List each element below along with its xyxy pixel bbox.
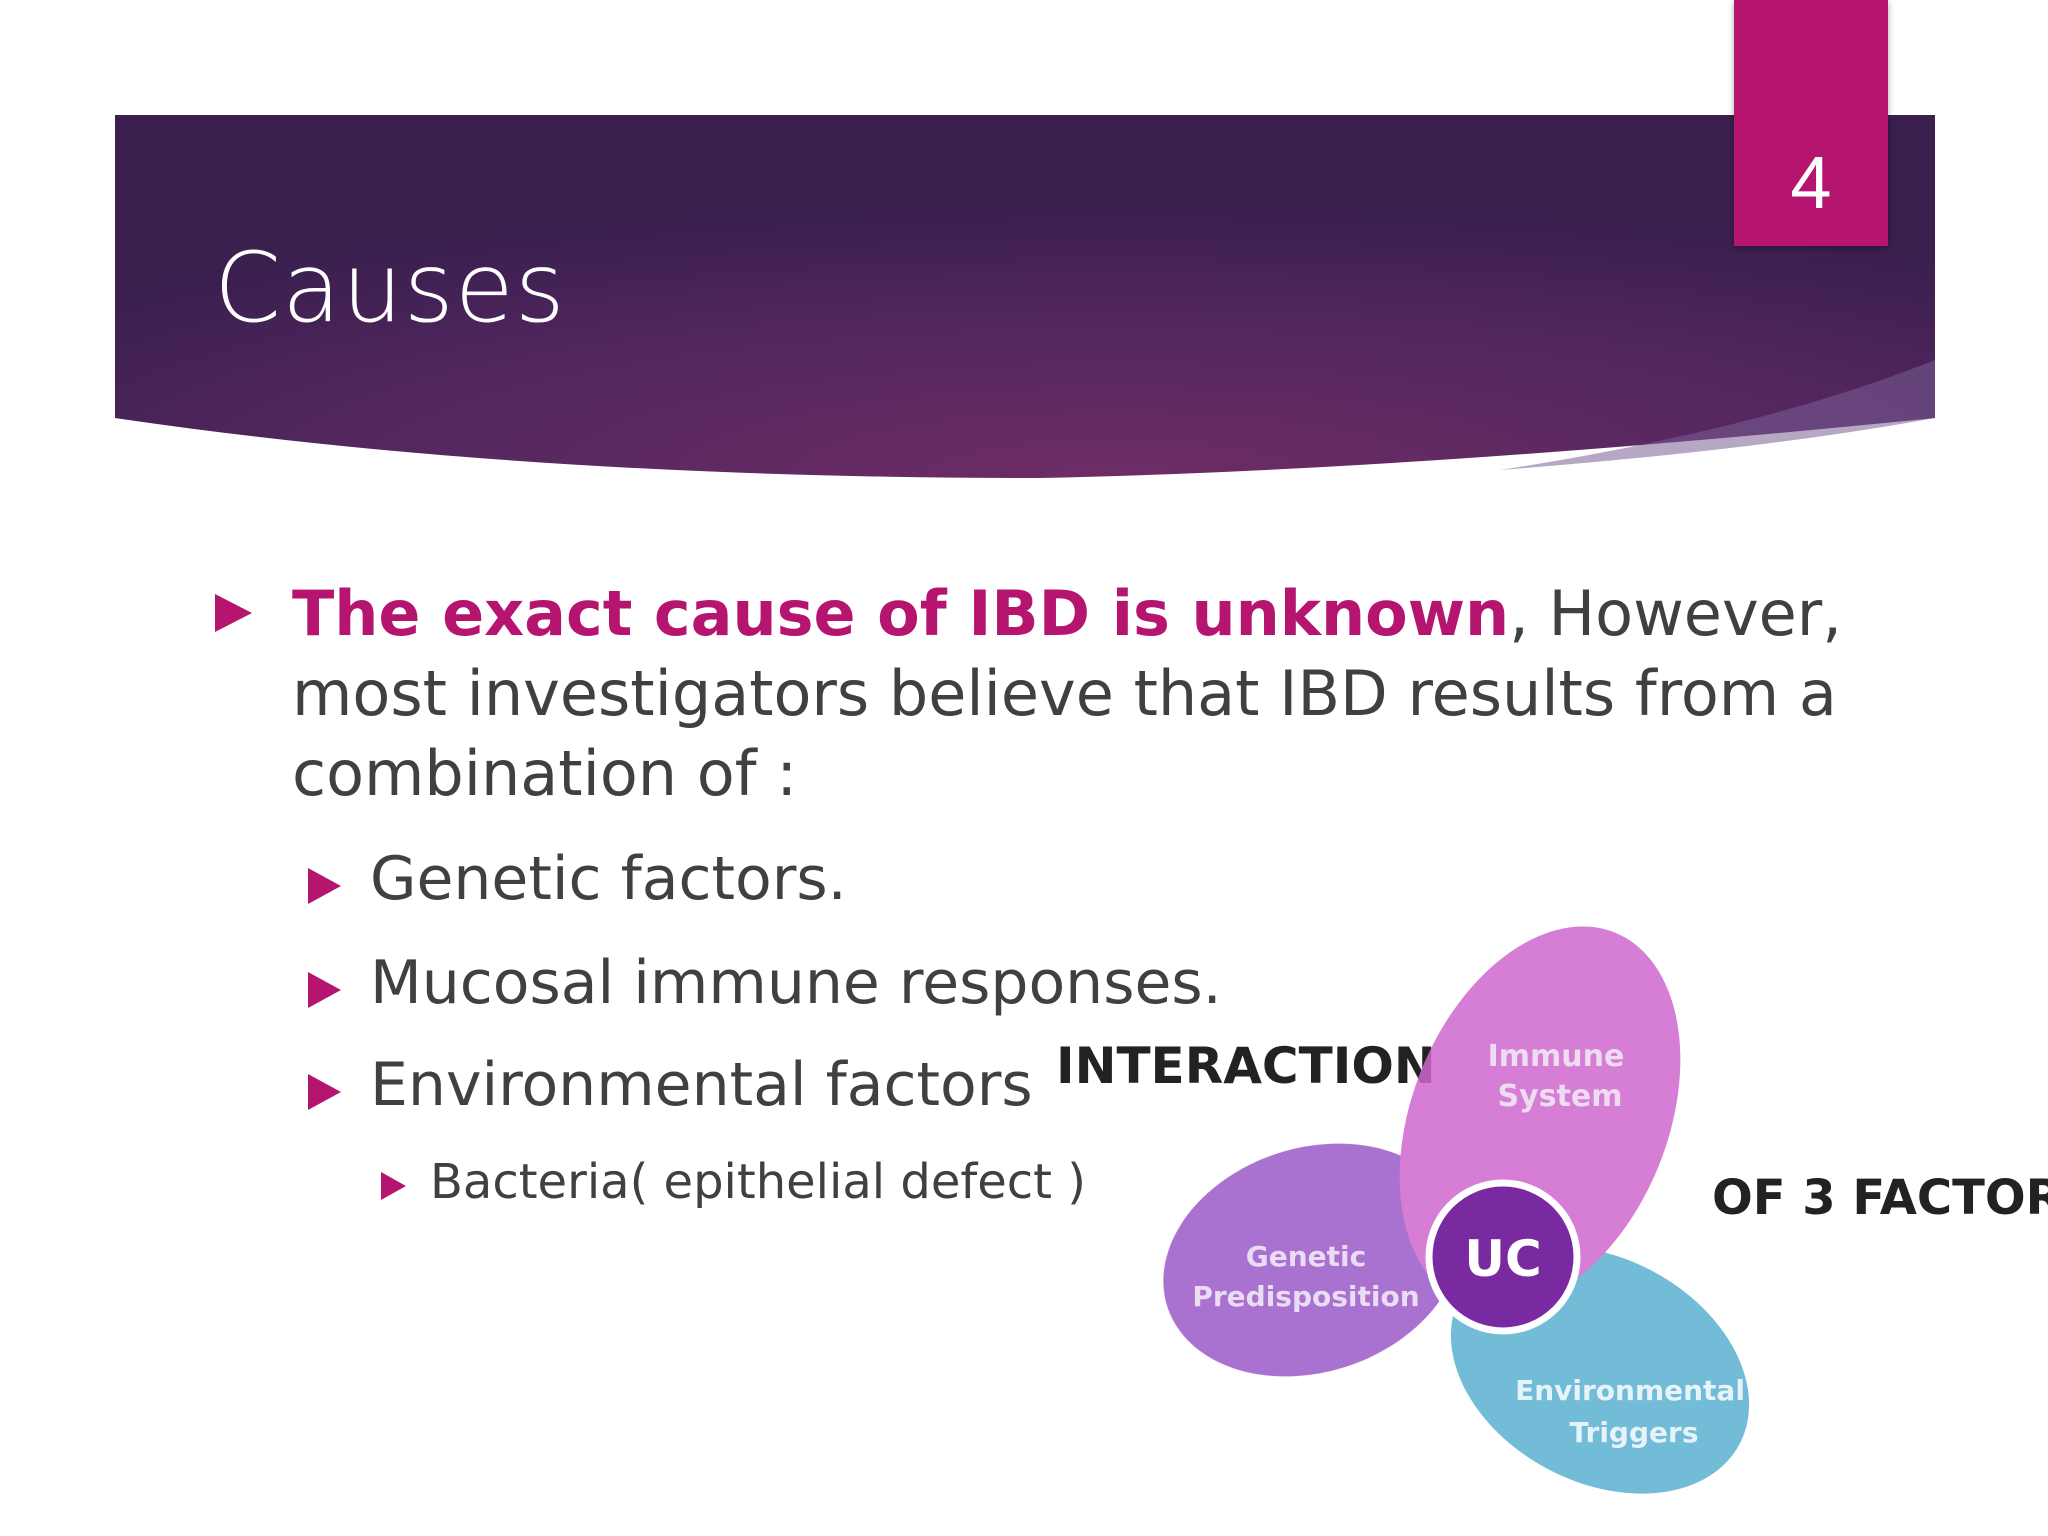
diagram-heading-left: INTERACTION <box>1056 1037 1436 1095</box>
uc-label: UC <box>1464 1230 1541 1288</box>
uc-center-circle <box>1425 1179 1581 1335</box>
slide-title: Causes <box>214 232 566 344</box>
bullet-arrow-icon <box>381 1172 406 1200</box>
emphasis-text: The exact cause of IBD is unknown <box>292 577 1510 650</box>
immune-label-line1: Immune <box>1488 1039 1625 1074</box>
genetic-label-line2: Predisposition <box>1192 1280 1419 1313</box>
sub-bullet-environmental: Environmental factors <box>370 1050 1033 1120</box>
slide-number: 4 <box>1790 141 1832 224</box>
environmental-label-line2: Triggers <box>1570 1416 1699 1449</box>
bullet-arrow-icon <box>308 868 341 904</box>
bullet-arrow-icon <box>308 972 341 1008</box>
header-band <box>115 115 1935 478</box>
immune-label-line2: System <box>1498 1079 1623 1114</box>
sub-sub-bullet-bacteria: Bacteria( epithelial defect ) <box>430 1154 1086 1210</box>
diagram-heading-right: OF 3 FACTORS <box>1712 1170 2048 1226</box>
main-bullet-rest: , However, most investigators believe th… <box>292 577 1842 810</box>
bullet-arrow-icon <box>215 594 252 632</box>
sub-bullet-mucosal: Mucosal immune responses. <box>370 948 1222 1018</box>
factors-venn-diagram: INTERACTION OF 3 FACTORS UC Immune Syste… <box>1056 926 2048 1494</box>
bullet-arrow-icon <box>308 1074 341 1110</box>
genetic-label-line1: Genetic <box>1246 1240 1366 1273</box>
environmental-label-line1: Environmental <box>1515 1374 1745 1407</box>
sub-bullet-genetic: Genetic factors. <box>370 844 847 914</box>
genetic-ellipse <box>1163 1143 1461 1377</box>
slide-number-tab: 4 <box>1734 0 1888 246</box>
main-bullet-text: The exact cause of IBD is unknown, Howev… <box>292 574 1932 814</box>
